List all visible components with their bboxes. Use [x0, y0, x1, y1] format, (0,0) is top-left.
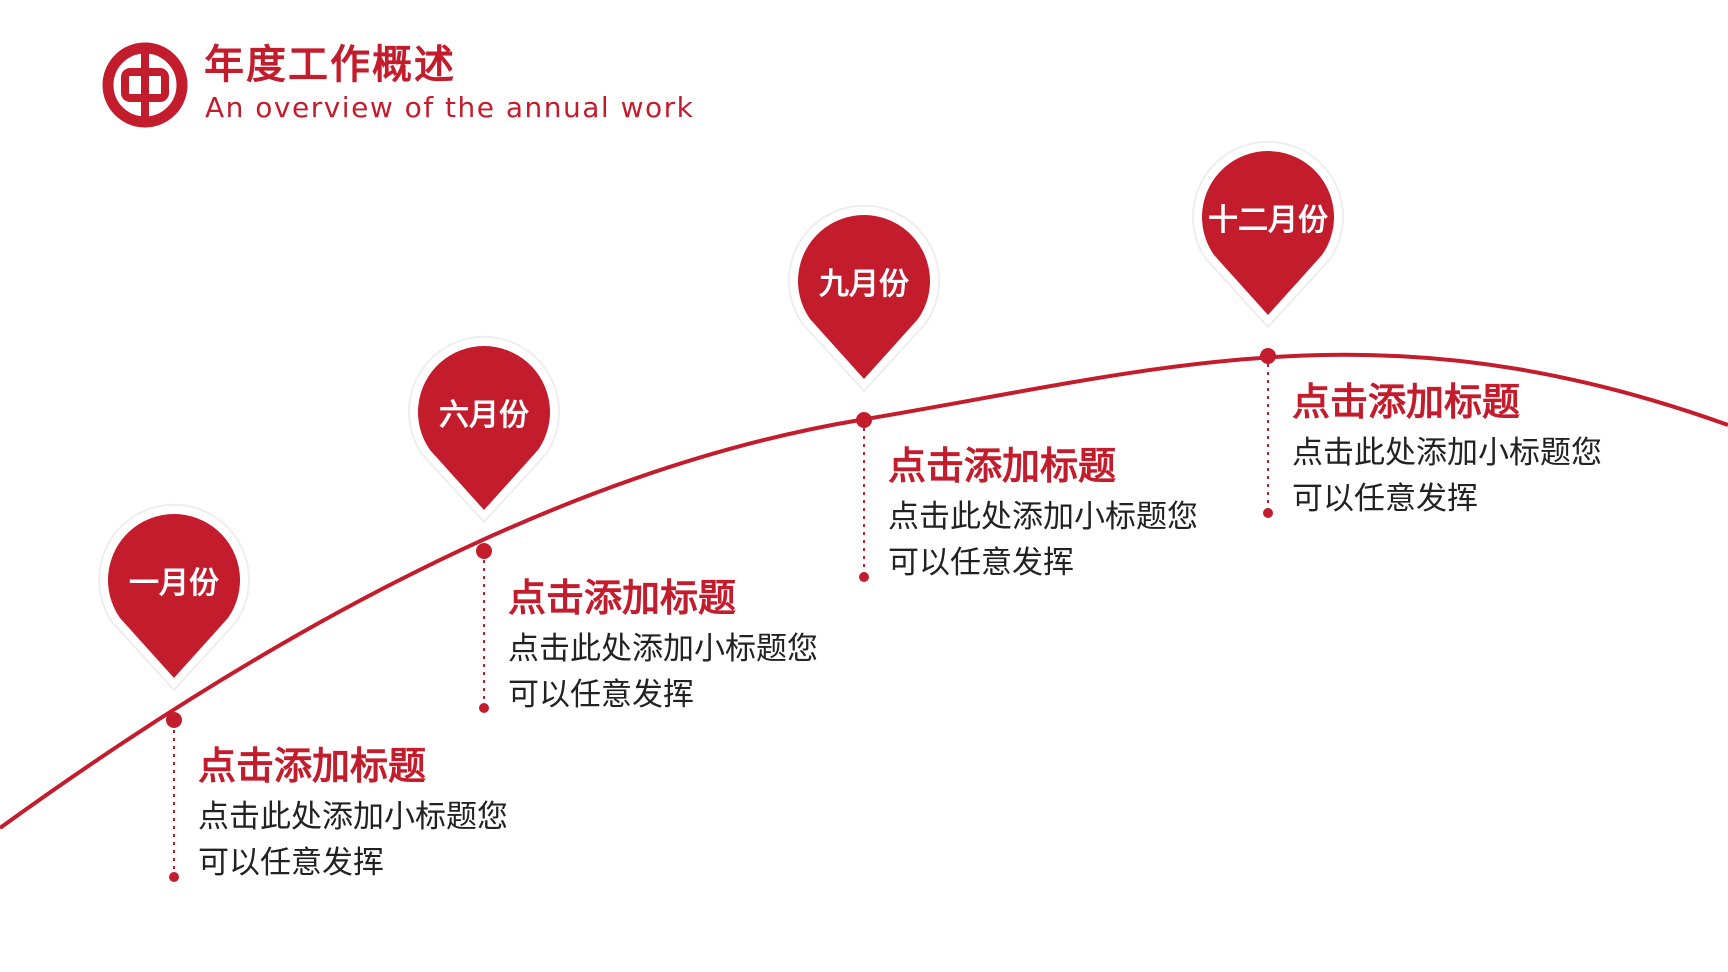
- map-pin-icon: [408, 335, 560, 524]
- timeline-dot: [476, 543, 492, 559]
- page-title: 年度工作概述: [204, 42, 456, 88]
- timeline-dot: [1260, 348, 1276, 364]
- map-pin-icon: [788, 204, 940, 393]
- page-subtitle: An overview of the annual work: [205, 91, 695, 124]
- milestone-title: 点击添加标题: [508, 576, 737, 620]
- map-pin-icon: [98, 503, 250, 692]
- bank-of-china-logo-icon: [102, 42, 188, 128]
- pin-month-label: 十二月份: [1208, 203, 1328, 238]
- timeline-stems: [173, 356, 1269, 874]
- milestone-title: 点击添加标题: [888, 444, 1117, 488]
- milestone-desc-line: 点击此处添加小标题您: [198, 799, 508, 835]
- milestone-desc-line: 点击此处添加小标题您: [888, 499, 1198, 535]
- pin-month-label: 九月份: [819, 267, 909, 302]
- map-pin-icon: [1192, 140, 1344, 329]
- milestone-1: 点击添加标题 点击此处添加小标题您 可以任意发挥: [198, 740, 578, 886]
- milestone-desc-line: 可以任意发挥: [508, 677, 694, 713]
- timeline-dot: [166, 712, 182, 728]
- timeline-stem-end-dot: [479, 703, 489, 713]
- milestone-description: 点击此处添加小标题您 可以任意发挥: [508, 626, 888, 718]
- map-pin-1: 一月份: [90, 502, 258, 702]
- pin-month-label: 六月份: [439, 398, 529, 433]
- timeline-dot: [856, 412, 872, 428]
- map-pin-4: 十二月份: [1184, 139, 1352, 339]
- timeline-dots: [166, 348, 1276, 882]
- milestone-description: 点击此处添加小标题您 可以任意发挥: [198, 794, 578, 886]
- milestone-2: 点击添加标题 点击此处添加小标题您 可以任意发挥: [508, 572, 888, 718]
- milestone-desc-line: 点击此处添加小标题您: [1292, 435, 1602, 471]
- milestone-desc-line: 可以任意发挥: [1292, 481, 1478, 517]
- milestone-4: 点击添加标题 点击此处添加小标题您 可以任意发挥: [1292, 376, 1672, 522]
- milestone-title: 点击添加标题: [198, 744, 427, 788]
- milestone-desc-line: 可以任意发挥: [198, 845, 384, 881]
- milestone-description: 点击此处添加小标题您 可以任意发挥: [888, 494, 1268, 586]
- map-pin-3: 九月份: [780, 203, 948, 403]
- timeline-stem-end-dot: [859, 572, 869, 582]
- milestone-3: 点击添加标题 点击此处添加小标题您 可以任意发挥: [888, 440, 1268, 586]
- timeline-stem-end-dot: [1263, 508, 1273, 518]
- map-pin-2: 六月份: [400, 334, 568, 534]
- timeline-stem-end-dot: [169, 872, 179, 882]
- milestone-description: 点击此处添加小标题您 可以任意发挥: [1292, 430, 1672, 522]
- pin-month-label: 一月份: [129, 566, 219, 601]
- milestone-desc-line: 可以任意发挥: [888, 545, 1074, 581]
- milestone-desc-line: 点击此处添加小标题您: [508, 631, 818, 667]
- milestone-title: 点击添加标题: [1292, 380, 1521, 424]
